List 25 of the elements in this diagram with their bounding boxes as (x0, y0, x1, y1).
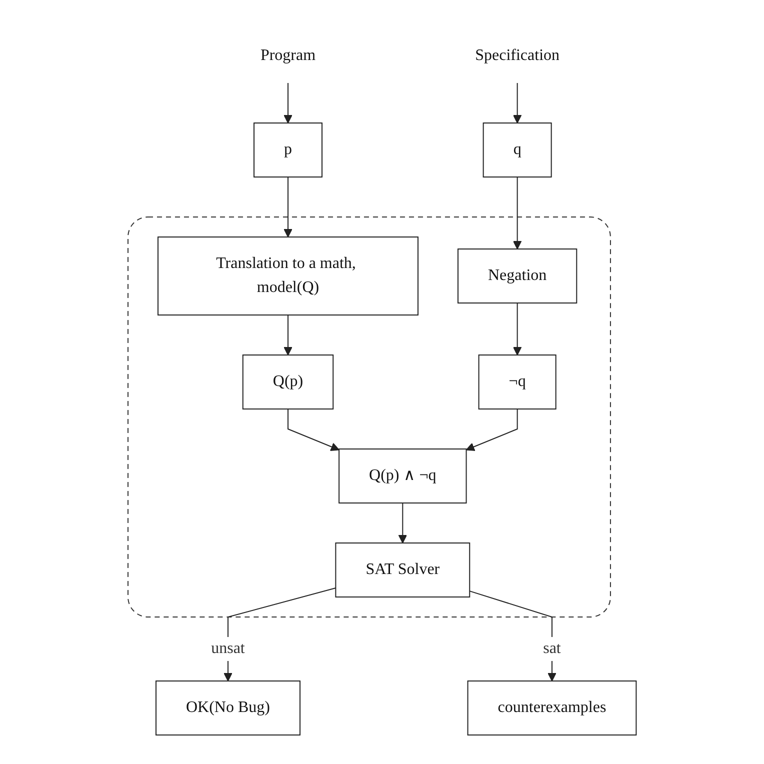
arrow (469, 590, 556, 682)
node-box: SAT Solver (335, 542, 470, 598)
arrow (466, 408, 518, 451)
node-text: Program (260, 47, 316, 64)
node-box: Negation (457, 248, 578, 304)
cluster (127, 216, 611, 618)
arrow (284, 314, 292, 356)
arrow (284, 82, 292, 124)
node-box: Q(p) (242, 354, 334, 410)
node-box: counterexamples (467, 680, 637, 736)
node-box: ¬q (478, 354, 556, 410)
node-text: Specification (475, 47, 560, 64)
node-box: q (482, 122, 552, 178)
node-box: Translation to a math, model(Q) (157, 236, 418, 316)
arrow (287, 408, 340, 451)
arrow (512, 176, 522, 250)
node-box: Q(p) ∧ ¬q (338, 448, 467, 504)
node-box: OK(No Bug) (155, 680, 300, 736)
arrow (398, 502, 407, 544)
node-box: p (253, 122, 322, 178)
edge-label: unsat (211, 640, 245, 657)
arrow (512, 302, 522, 356)
arrow (512, 82, 522, 124)
edge-label: sat (543, 640, 561, 657)
arrow (284, 176, 292, 238)
